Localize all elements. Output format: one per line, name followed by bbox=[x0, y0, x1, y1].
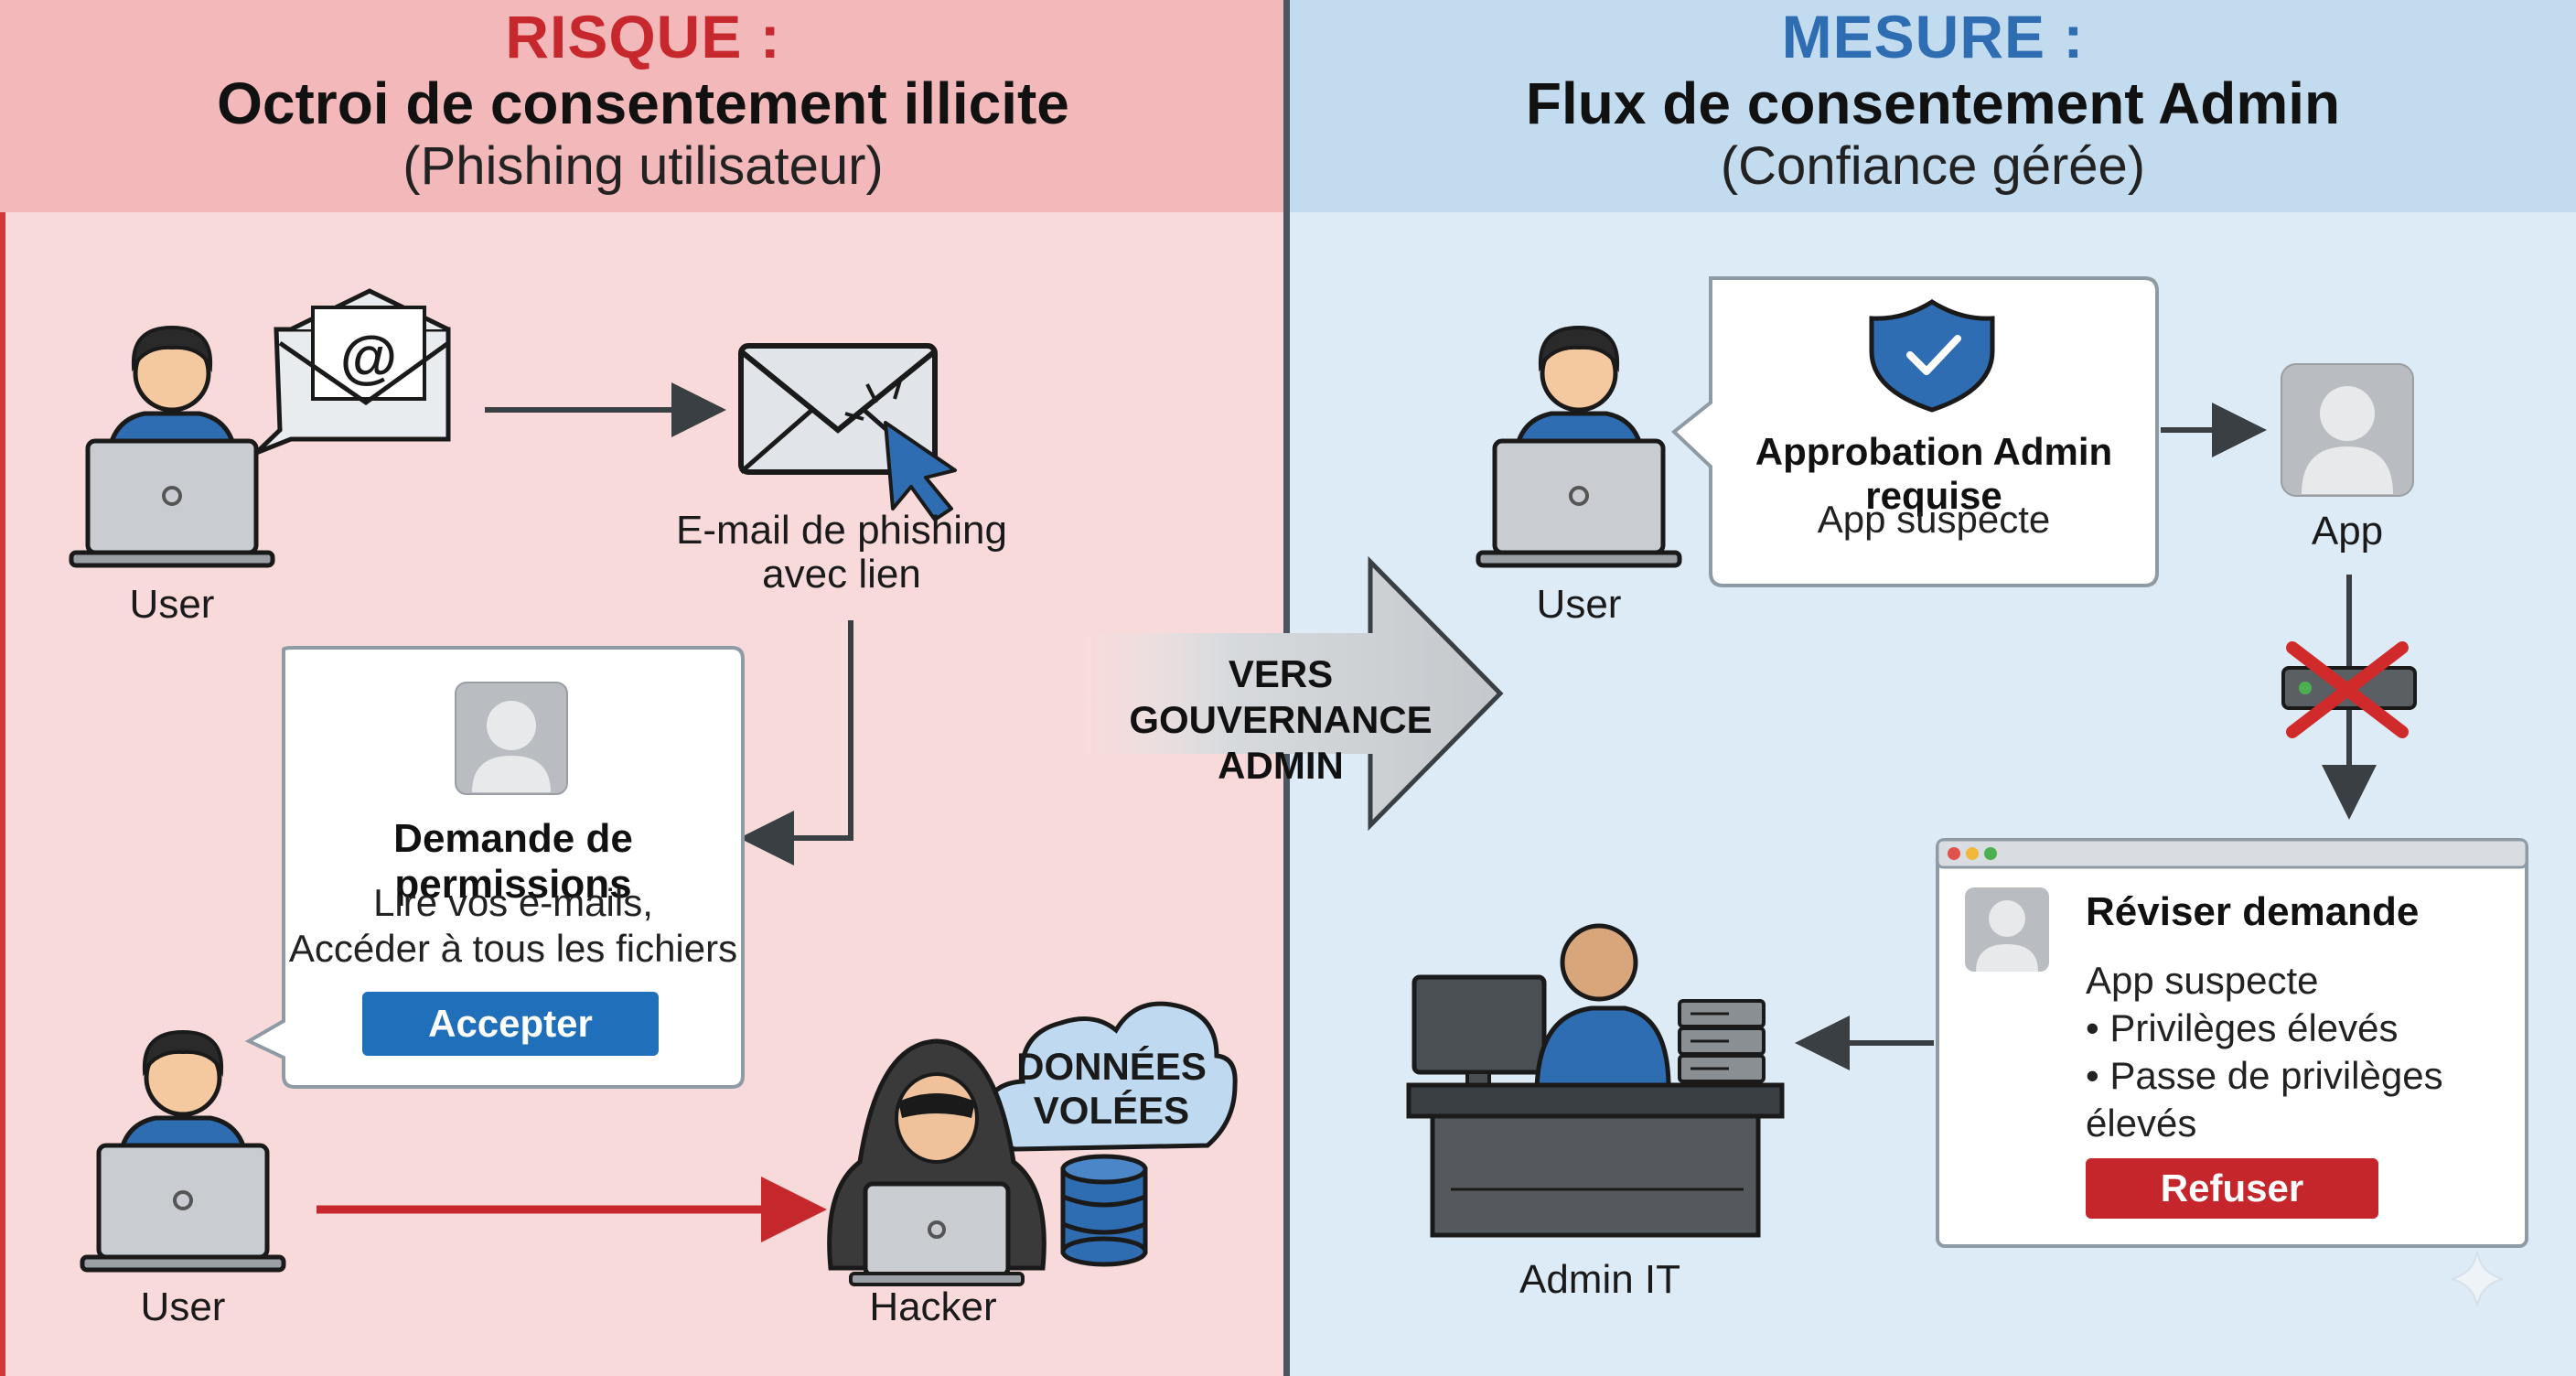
risk-header bbox=[0, 0, 1286, 212]
refuse-button[interactable]: Refuser bbox=[2086, 1158, 2378, 1219]
stolen-data-label: DONNÉES VOLÉES bbox=[997, 1045, 1226, 1133]
review-line-2: • Privilèges élevés bbox=[2086, 1006, 2399, 1049]
measure-header bbox=[1290, 0, 2576, 212]
stolen-line-2: VOLÉES bbox=[1033, 1089, 1190, 1132]
shield-check-icon bbox=[1869, 299, 1995, 413]
governance-arrow bbox=[1079, 562, 1500, 825]
measure-subtitle: (Confiance gérée) bbox=[1720, 136, 2146, 196]
risk-title: Octroi de consentement illicite bbox=[217, 70, 1069, 136]
user-bottom-icon bbox=[82, 1032, 284, 1270]
approval-card-shape bbox=[1670, 275, 2159, 587]
arrow-to-permission bbox=[739, 620, 853, 865]
app-icon bbox=[2281, 363, 2414, 497]
svg-text:@: @ bbox=[340, 324, 397, 390]
risk-label: RISQUE : bbox=[505, 3, 781, 70]
email-caption-line-2: avec lien bbox=[762, 552, 921, 597]
accept-button[interactable]: Accepter bbox=[362, 992, 659, 1056]
arrow-line-1: VERS GOUVERNANCE bbox=[1129, 652, 1433, 741]
app-label: App bbox=[2311, 509, 2384, 554]
email-caption-line-1: E-mail de phishing bbox=[676, 508, 1007, 553]
review-card-title: Réviser demande bbox=[2086, 889, 2420, 934]
review-window-shape bbox=[1936, 838, 2528, 1248]
permission-line-1: Lire vos e-mails, bbox=[373, 881, 653, 924]
user-bottom-label: User bbox=[140, 1285, 226, 1329]
user-top-icon bbox=[71, 328, 273, 565]
permission-card-title: Demande de permissions bbox=[393, 816, 633, 907]
admin-label: Admin IT bbox=[1519, 1257, 1681, 1302]
approval-card-title: Approbation Admin requise bbox=[1755, 430, 2113, 517]
arrow-line-2: ADMIN bbox=[1218, 744, 1344, 787]
permission-card-shape bbox=[244, 646, 745, 1089]
measure-label: MESURE : bbox=[1781, 3, 2085, 70]
user-top-label: User bbox=[129, 582, 215, 627]
hacker-icon bbox=[827, 1038, 1046, 1286]
permission-line-2: Accéder à tous les fichiers bbox=[288, 927, 738, 970]
admin-desk-icon bbox=[1406, 923, 1785, 1238]
blocked-x-icon bbox=[2281, 641, 2417, 738]
measure-title: Flux de consentement Admin bbox=[1525, 70, 2341, 136]
risk-subtitle: (Phishing utilisateur) bbox=[402, 136, 884, 196]
review-line-1: App suspecte bbox=[2086, 959, 2319, 1002]
review-line-3: • Passe de privilèges élevés bbox=[2086, 1054, 2443, 1145]
permission-card-text: Lire vos e-mails, Accéder à tous les fic… bbox=[284, 880, 743, 972]
at-email-icon: @ bbox=[254, 288, 451, 456]
user-right-label: User bbox=[1536, 582, 1622, 627]
database-icon bbox=[1060, 1154, 1148, 1267]
user-right-icon bbox=[1478, 328, 1680, 565]
approval-card-text: App suspecte bbox=[1817, 498, 2051, 541]
hacker-label: Hacker bbox=[869, 1285, 997, 1329]
stolen-line-1: DONNÉES bbox=[1016, 1045, 1207, 1088]
governance-arrow-label: VERS GOUVERNANCE ADMIN bbox=[1089, 651, 1473, 789]
sparkle-icon bbox=[2451, 1251, 2504, 1307]
cursor-icon bbox=[844, 380, 957, 521]
phishing-email-caption: E-mail de phishing avec lien bbox=[659, 509, 1025, 597]
